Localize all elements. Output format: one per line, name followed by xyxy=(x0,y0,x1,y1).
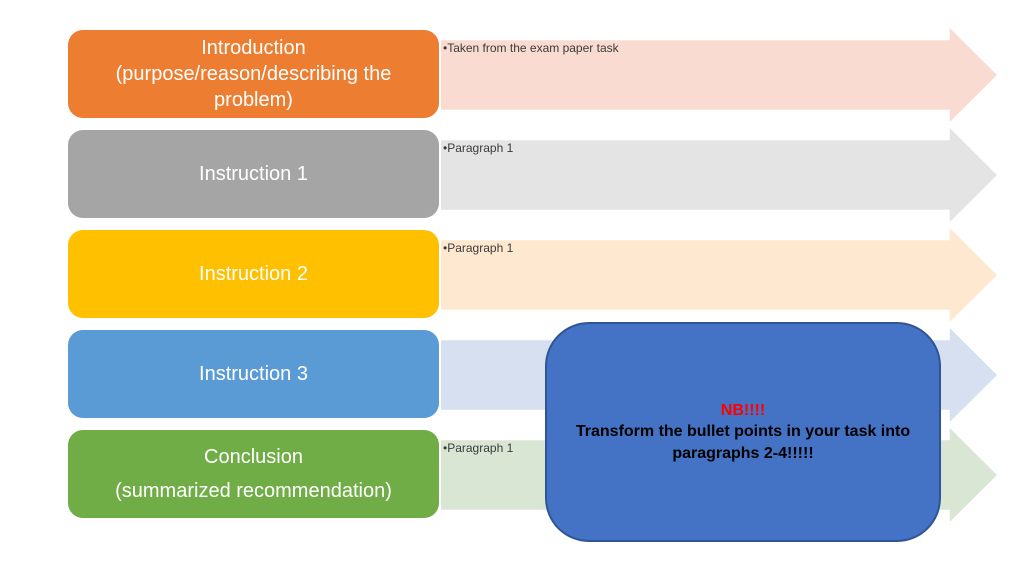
arrow-label-instruction-1: •Paragraph 1 xyxy=(443,141,514,155)
nb-callout-box: NB!!!! Transform the bullet points in yo… xyxy=(545,322,941,542)
arrow-label-introduction: •Taken from the exam paper task xyxy=(443,41,619,55)
stage-box-instruction-1: Instruction 1 xyxy=(68,130,439,218)
stage-box-introduction: Introduction (purpose/reason/describing … xyxy=(68,30,439,118)
stage-box-conclusion: Conclusion (summarized recommendation) xyxy=(68,430,439,518)
arrow-introduction: •Taken from the exam paper task xyxy=(441,28,997,122)
nb-callout-body: Transform the bullet points in your task… xyxy=(575,423,911,462)
arrow-label-conclusion: •Paragraph 1 xyxy=(443,441,514,455)
arrow-instruction-2: •Paragraph 1 xyxy=(441,228,997,322)
arrow-instruction-1: •Paragraph 1 xyxy=(441,128,997,222)
stage-box-instruction-3: Instruction 3 xyxy=(68,330,439,418)
stage-box-instruction-2: Instruction 2 xyxy=(68,230,439,318)
nb-callout-heading: NB!!!! xyxy=(720,401,766,419)
arrow-label-instruction-2: •Paragraph 1 xyxy=(443,241,514,255)
